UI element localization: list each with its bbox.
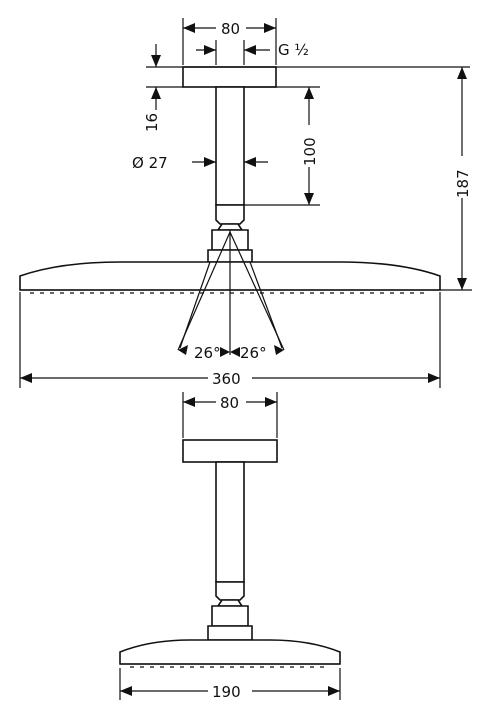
svg-text:190: 190 [212, 683, 241, 701]
dim-head-width: 360 [19, 292, 441, 388]
svg-text:G ½: G ½ [278, 41, 309, 59]
svg-text:100: 100 [301, 137, 319, 166]
side-view: 26° 26° 80 G ½ [19, 18, 472, 388]
svg-text:16: 16 [143, 113, 161, 132]
svg-text:80: 80 [220, 394, 239, 412]
dim-flange-width-top: 80 [182, 18, 277, 65]
ceiling-flange-front [182, 439, 278, 463]
dim-flange-height: 16 [143, 44, 470, 132]
shower-arm-front [215, 461, 245, 583]
dim-angle-right: 26° [240, 344, 267, 362]
shower-head-front [119, 639, 341, 665]
dim-arm-diameter: Ø 27 [132, 154, 268, 172]
dim-head-width-front: 190 [119, 668, 341, 701]
swivel-joint-front [207, 581, 253, 641]
svg-text:187: 187 [454, 169, 472, 198]
svg-text:80: 80 [221, 20, 240, 38]
dim-flange-width-front: 80 [182, 392, 278, 438]
dim-thread: G ½ [196, 40, 309, 65]
dim-total-height: 187 [440, 67, 472, 291]
front-view: 80 190 [119, 392, 341, 701]
svg-text:Ø 27: Ø 27 [132, 154, 168, 172]
dim-angle-left: 26° [194, 344, 221, 362]
ceiling-flange [182, 66, 277, 88]
shower-arm [215, 86, 245, 206]
dim-arm-length: 100 [244, 86, 320, 206]
svg-text:360: 360 [212, 370, 241, 388]
